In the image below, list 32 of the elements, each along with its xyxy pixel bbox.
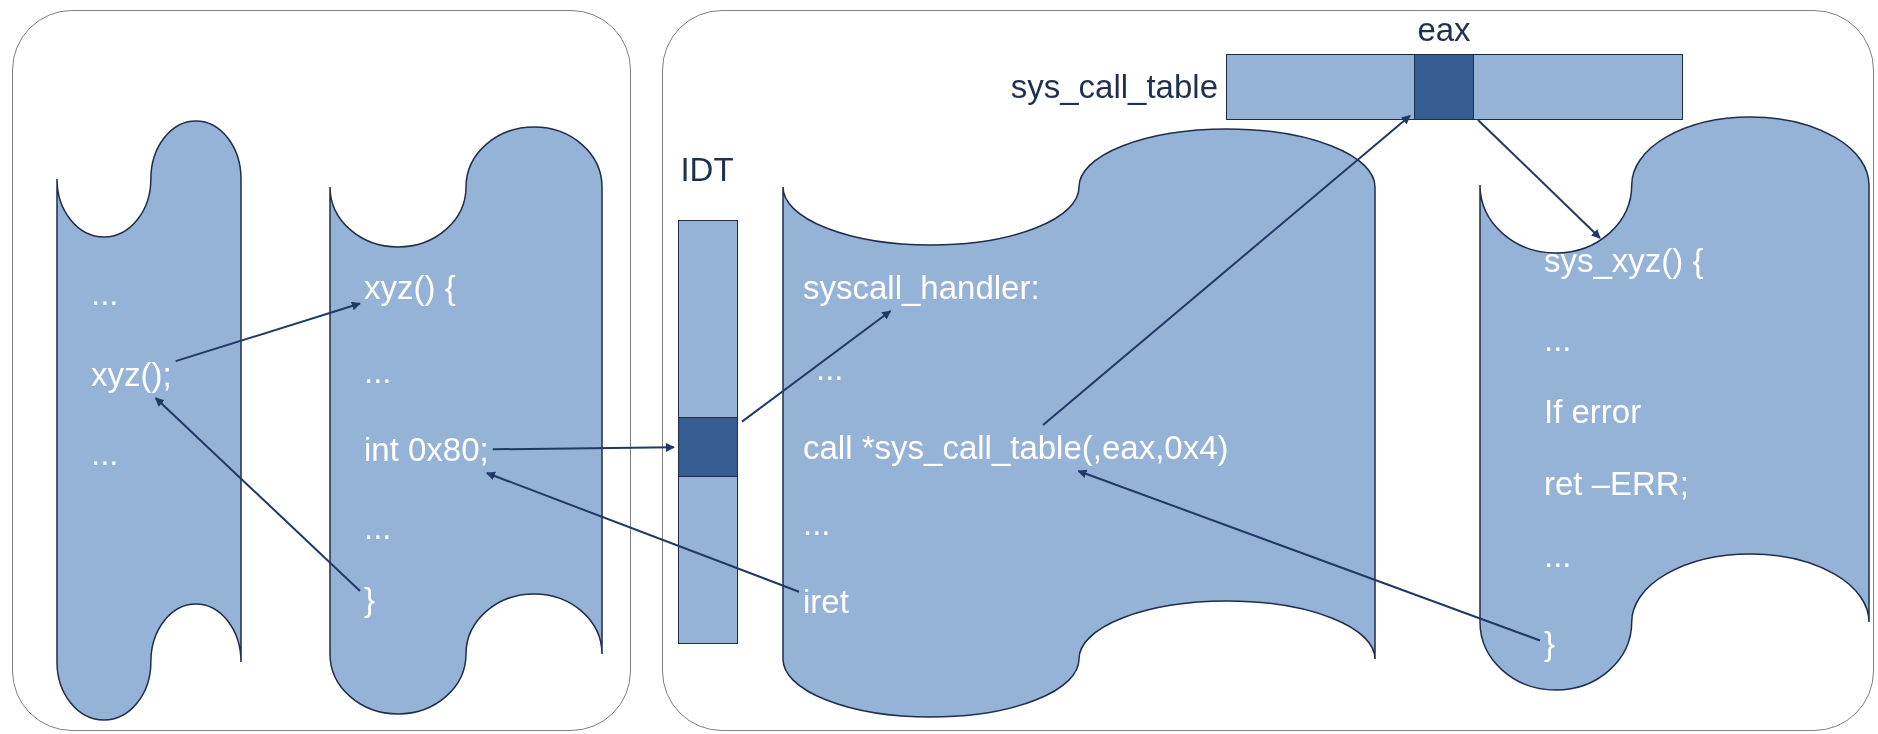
code-line: ...: [91, 435, 119, 473]
arrow: [741, 310, 892, 423]
code-line: If error: [1544, 393, 1642, 431]
code-line: ...: [1544, 321, 1572, 359]
table-entry: [678, 417, 738, 477]
code-line: ...: [803, 505, 831, 543]
table-label: eax: [1417, 11, 1471, 49]
code-line: sys_xyz() {: [1544, 242, 1704, 280]
arrow: [154, 397, 361, 592]
code-line: xyz();: [91, 356, 172, 394]
arrow: [1477, 118, 1601, 239]
arrow: [1042, 114, 1411, 426]
arrow: [174, 301, 361, 363]
code-line: iret: [803, 583, 849, 621]
rounded-panel: [662, 10, 1874, 731]
arrow: [1077, 469, 1541, 642]
arrow: [491, 442, 675, 452]
code-line: }: [1544, 625, 1556, 663]
code-line: xyz() {: [364, 269, 456, 307]
table-label: sys_call_table: [1010, 68, 1218, 106]
table-label: IDT: [680, 151, 734, 189]
code-line: ret –ERR;: [1544, 465, 1689, 503]
code-line: ...: [364, 353, 392, 391]
code-line: int 0x80;: [364, 431, 489, 469]
code-line: ...: [1544, 537, 1572, 575]
code-line: }: [364, 581, 376, 619]
code-line: call *sys_call_table(,eax,0x4): [803, 429, 1229, 467]
code-line: syscall_handler:: [803, 269, 1040, 307]
code-line: ...: [816, 350, 844, 388]
code-line: ...: [364, 509, 392, 547]
code-line: ...: [91, 275, 119, 313]
rounded-panel: [12, 10, 631, 731]
